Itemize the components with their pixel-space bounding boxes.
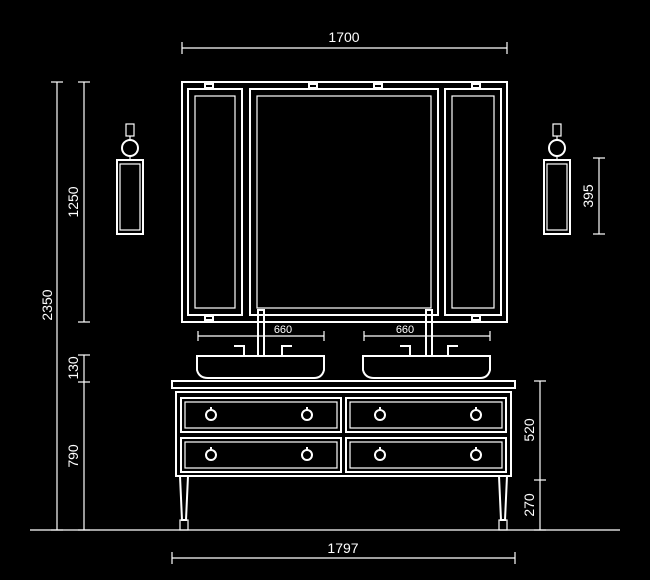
left-basin [196,309,325,379]
dim-leg-height-label: 270 [521,493,537,517]
dim-total-height-label: 2350 [39,289,55,320]
dim-basin-left-label: 660 [274,324,292,336]
dim-vanity-height-label: 790 [65,444,81,468]
left-basin-dim: 660 [197,324,325,341]
dim-vanity-width-label: 1797 [327,540,358,556]
mirror-assembly [181,81,508,323]
dim-lamp-height-label: 395 [580,184,596,208]
dim-drawer-section: 520 [521,380,546,481]
dim-vanity-width: 1797 [171,540,516,564]
dim-basin-gap: 130 [65,354,90,383]
dim-mirror-width-label: 1700 [328,29,359,45]
dim-drawer-section-label: 520 [521,418,537,442]
right-basin [362,309,491,379]
left-wall-lamp [116,123,144,235]
vanity-cabinet [171,380,516,531]
dim-vanity-height: 790 [65,382,90,531]
dim-basin-gap-label: 130 [65,356,81,380]
dim-mirror-width: 1700 [181,29,508,54]
dim-mirror-height-label: 1250 [65,186,81,217]
dim-lamp-height: 395 [580,157,605,235]
dim-basin-right-label: 660 [396,324,414,336]
right-wall-lamp [543,123,571,235]
dim-leg-height: 270 [521,480,546,531]
dim-mirror-height: 1250 [65,81,90,323]
dim-total-height: 2350 [39,81,63,531]
